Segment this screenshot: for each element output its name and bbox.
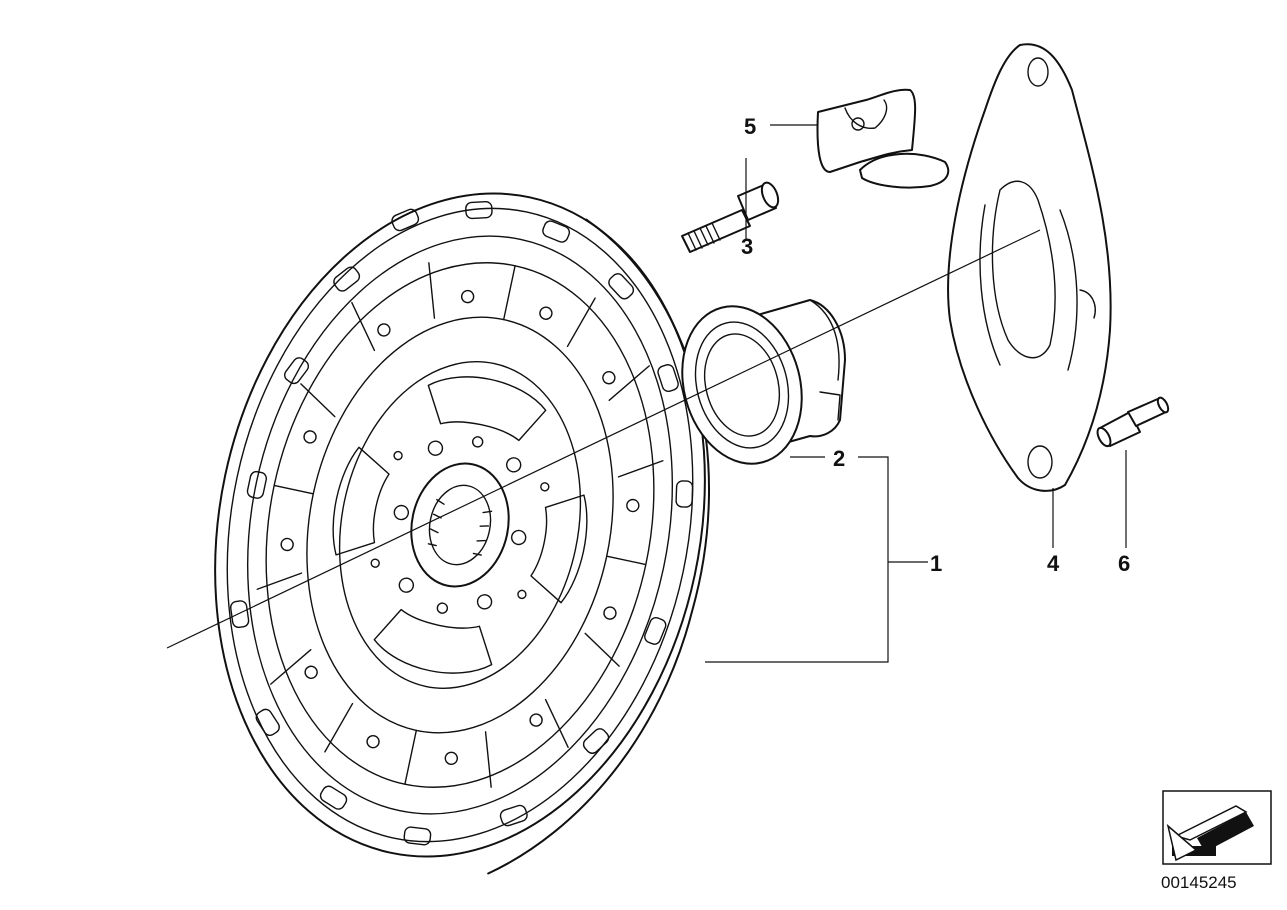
part-5-retaining-clip — [816, 88, 950, 189]
callout-3: 3 — [741, 234, 753, 259]
callout-6: 6 — [1118, 551, 1130, 576]
clutch-assembly — [214, 192, 710, 875]
callout-5: 5 — [744, 114, 756, 139]
callout-2: 2 — [833, 446, 845, 471]
leader-lines — [166, 124, 1127, 663]
part-6-pin — [1096, 396, 1170, 448]
direction-arrow-icon — [1162, 790, 1272, 865]
part-4-guide-plate — [947, 43, 1112, 492]
callout-4: 4 — [1047, 551, 1060, 576]
part-3-bolt — [681, 181, 780, 253]
callout-1: 1 — [930, 551, 942, 576]
document-number: 00145245 — [1161, 873, 1237, 892]
part-2-release-bearing — [681, 299, 846, 465]
